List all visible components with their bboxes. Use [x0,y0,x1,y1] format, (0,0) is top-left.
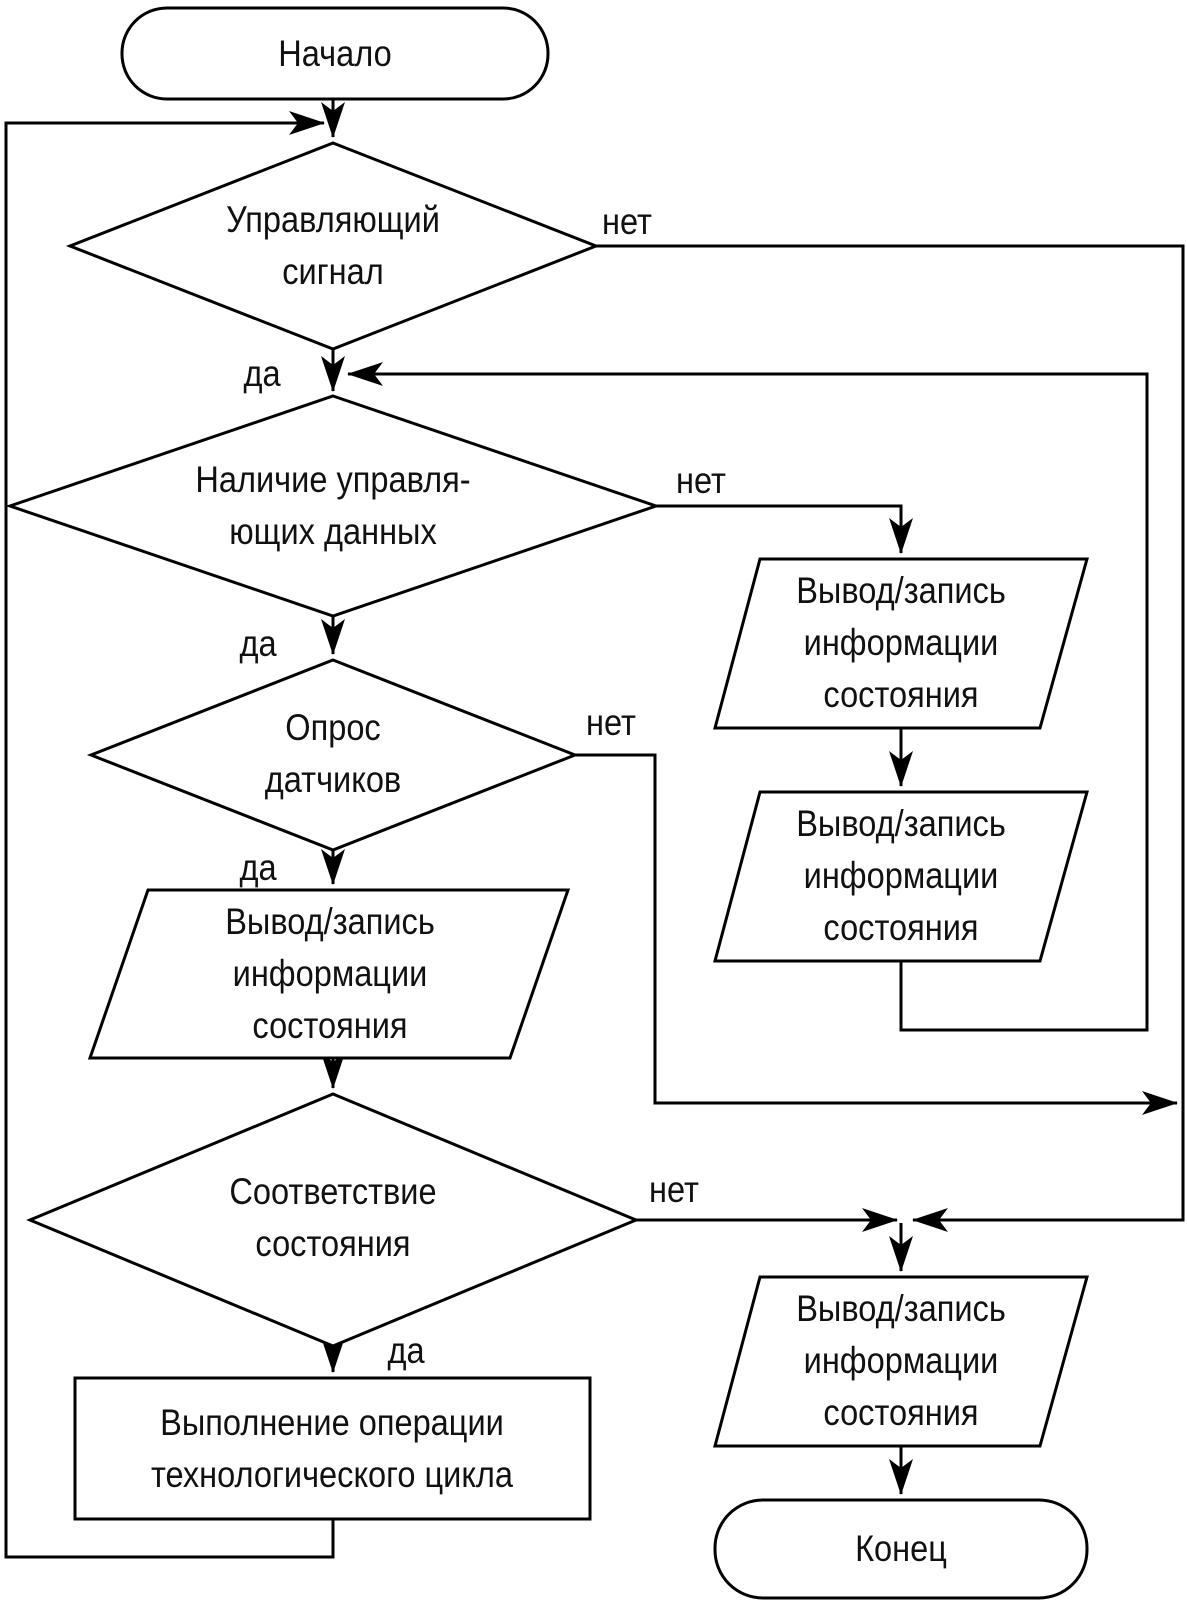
edge-label-no-4: нет [649,1169,699,1210]
io-state-info-right-1-label: Вывод/запись информации состояния [796,570,1006,715]
edge-bottom-loop-to-top [4,111,335,1559]
edge-label-no-1: нет [602,201,652,242]
edge-d2-no-to-io1 [656,504,913,554]
decision-control-signal-shape [65,141,601,351]
decision-control-data-label: Наличие управля- ющих данных [195,459,471,552]
decision-sensor-poll-shape [86,658,580,852]
start-node-label: Начало [278,33,392,74]
end-node-shape [713,1498,1089,1600]
end-node-label: Конец [855,1528,947,1569]
edge-io2-reentry-to-d2 [347,362,1149,1032]
process-tech-cycle-label: Выполнение операции технологического цик… [150,1402,514,1495]
io-state-info-left-label: Вывод/запись информации состояния [225,901,435,1046]
edge-d3-no-right-down [575,753,1178,1115]
io-state-info-right-2-label: Вывод/запись информации состояния [796,803,1006,948]
edge-label-no-2: нет [676,460,726,501]
edge-label-yes-4: да [387,1330,425,1371]
edge-d1-no-right-down [596,244,1185,1232]
io-state-info-right-3-shape [713,1275,1089,1448]
edge-label-no-3: нет [586,702,636,743]
edge-label-yes-3: да [239,847,277,888]
io-state-info-right-1-shape [713,557,1089,730]
decision-state-match-shape [26,1092,640,1348]
decision-control-signal-label: Управляющий сигнал [226,199,440,292]
io-state-info-left-shape [87,888,571,1060]
decision-state-match-label: Соответствие состояния [229,1171,437,1264]
edge-label-yes-1: да [243,353,281,394]
process-tech-cycle-shape [73,1376,592,1521]
decision-control-data-shape [5,394,661,618]
start-node-shape [120,6,550,101]
decision-sensor-poll-label: Опрос датчиков [264,707,402,800]
io-state-info-right-2-shape [713,790,1089,963]
io-state-info-right-3-label: Вывод/запись информации состояния [796,1288,1006,1433]
edge-label-yes-2: да [239,623,277,664]
